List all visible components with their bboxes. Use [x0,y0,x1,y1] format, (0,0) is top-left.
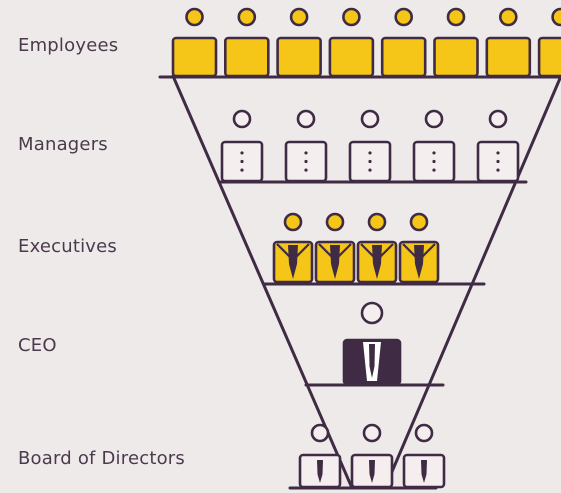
director-icon [298,423,342,489]
tie [317,460,323,483]
manager-icon [412,109,456,183]
button-dot-0 [368,151,372,155]
head [360,109,380,129]
button-dot-2 [432,168,436,172]
ceo-icon [342,301,402,386]
head [409,212,429,232]
button-dot-1 [496,159,500,164]
button-dot-0 [304,151,308,155]
button-dot-0 [432,151,436,155]
tier-label-managers: Managers [18,134,108,155]
employee-icon [485,7,532,78]
head [414,423,434,443]
employee-icon [537,7,561,78]
head [360,301,384,325]
button-dot-1 [304,159,308,164]
tier-group-4 [298,423,446,489]
tier-label-executives: Executives [18,236,118,257]
body [328,36,375,78]
manager-icon [476,109,520,183]
executive-icon [398,212,440,284]
funnel-left-edge [171,74,354,490]
tier-group-0 [171,7,561,78]
head [185,7,204,27]
button-dot-1 [368,159,372,164]
head [498,7,518,27]
body [433,36,479,78]
body [171,36,218,78]
head [362,423,382,443]
tier-group-1 [220,109,520,183]
tie [330,245,340,279]
manager-icon [284,109,328,183]
tie [369,460,375,483]
body [537,36,561,78]
body [224,36,270,78]
employee-icon [380,7,427,78]
employee-icon [276,7,322,78]
tier-group-3 [342,301,402,386]
employee-icon [433,7,479,78]
head [551,7,561,27]
manager-icon [220,109,264,183]
body [485,36,532,78]
tier-label-employees: Employees [18,35,119,56]
manager-icon [348,109,392,183]
head [446,7,466,27]
button-dot-0 [240,151,244,155]
tie [369,344,375,378]
head [232,109,252,129]
button-dot-2 [240,168,244,172]
executive-icon [314,212,356,284]
head [296,109,316,129]
head [325,212,345,232]
head [289,7,309,27]
tie [288,245,298,279]
button-dot-2 [368,168,372,172]
tie [414,245,424,279]
people-figures [171,7,561,489]
funnel-right-edge [383,74,561,490]
head [283,212,303,232]
director-icon [350,423,394,489]
head [424,109,444,129]
tie [421,460,427,483]
button-dot-1 [432,159,436,164]
director-icon [402,423,446,489]
body [276,36,322,78]
employee-icon [328,7,375,78]
tier-group-2 [272,212,440,284]
button-dot-1 [240,159,244,164]
head [488,109,508,129]
head [367,212,387,232]
employee-icon [171,7,218,78]
tier-label-ceo: CEO [18,335,57,356]
head [394,7,414,27]
executive-icon [272,212,314,284]
button-dot-0 [496,151,500,155]
head [310,423,330,443]
head [342,7,361,27]
button-dot-2 [304,168,308,172]
employee-icon [224,7,270,78]
tier-label-board: Board of Directors [18,448,185,469]
tie [372,245,382,279]
button-dot-2 [496,168,500,172]
executive-icon [356,212,398,284]
head [237,7,257,27]
body [380,36,427,78]
